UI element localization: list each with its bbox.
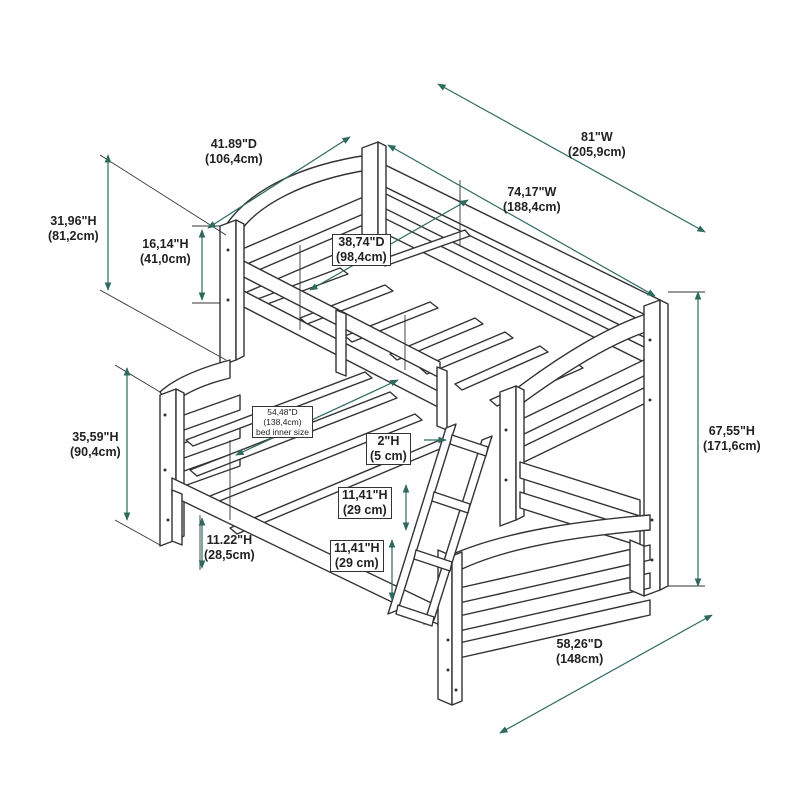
step-spacing-upper-imperial: 11,41"H xyxy=(342,488,388,502)
dimension-arrows xyxy=(104,83,713,734)
label-step-spacing-lower: 11,41"H (29 cm) xyxy=(330,540,384,572)
overall-height-metric: (171,6cm) xyxy=(703,439,761,453)
bottom-bed-clearance-imperial: 35,59"H xyxy=(72,430,119,444)
top-inner-depth-metric: (98,4cm) xyxy=(336,250,387,264)
bed-frame-drawing xyxy=(159,141,669,706)
label-bottom-inner-depth: 54,48"D (138,4cm) bed inner size xyxy=(252,406,313,438)
top-depth-metric: (106,4cm) xyxy=(205,152,263,166)
label-top-inner-depth: 38,74"D (98,4cm) xyxy=(332,234,391,266)
label-step-spacing-upper: 11,41"H (29 cm) xyxy=(338,487,392,519)
label-step-thickness: 2"H (5 cm) xyxy=(366,433,411,465)
top-inner-depth-imperial: 38,74"D xyxy=(338,235,385,249)
label-overall-depth: 58,26"D (148cm) xyxy=(556,637,603,667)
label-overall-height: 67,55"H (171,6cm) xyxy=(703,424,761,454)
overall-height-imperial: 67,55"H xyxy=(708,424,755,438)
step-spacing-lower-metric: (29 cm) xyxy=(334,556,379,570)
step-thickness-imperial: 2"H xyxy=(377,434,400,448)
bottom-rail-height-metric: (28,5cm) xyxy=(204,548,255,562)
label-overall-width: 81"W (205,9cm) xyxy=(568,130,626,160)
overall-width-imperial: 81"W xyxy=(581,130,613,144)
bottom-bed-clearance-metric: (90,4cm) xyxy=(70,445,121,459)
top-guard-height-imperial: 31,96"H xyxy=(50,214,97,228)
bottom-rail-height-imperial: 11.22"H xyxy=(206,533,253,547)
bottom-inner-depth-imperial: 54,48"D xyxy=(267,407,298,417)
step-spacing-upper-metric: (29 cm) xyxy=(342,503,387,517)
extension-lines xyxy=(99,154,705,587)
label-top-depth: 41.89"D (106,4cm) xyxy=(205,137,263,167)
overall-depth-imperial: 58,26"D xyxy=(556,637,603,651)
ladder xyxy=(387,423,493,627)
top-depth-imperial: 41.89"D xyxy=(210,137,257,151)
inner-width-metric: (188,4cm) xyxy=(503,200,561,214)
overall-depth-metric: (148cm) xyxy=(556,652,604,666)
bottom-inner-depth-note: bed inner size xyxy=(256,427,309,437)
bottom-inner-depth-metric: (138,4cm) xyxy=(263,417,302,427)
top-rail-height-imperial: 16,14"H xyxy=(142,237,189,251)
label-bottom-bed-clearance: 35,59"H (90,4cm) xyxy=(70,430,121,460)
step-spacing-lower-imperial: 11,41"H xyxy=(334,541,380,555)
step-thickness-metric: (5 cm) xyxy=(370,449,407,463)
bolt-holes xyxy=(163,248,654,692)
top-rail-height-metric: (41,0cm) xyxy=(140,252,191,266)
inner-width-imperial: 74,17"W xyxy=(507,185,557,199)
overall-width-metric: (205,9cm) xyxy=(568,145,626,159)
label-inner-width: 74,17"W (188,4cm) xyxy=(503,185,561,215)
label-bottom-rail-height: 11.22"H (28,5cm) xyxy=(204,533,255,563)
label-top-guard-height: 31,96"H (81,2cm) xyxy=(48,214,99,244)
label-top-rail-height: 16,14"H (41,0cm) xyxy=(140,237,191,267)
top-guard-height-metric: (81,2cm) xyxy=(48,229,99,243)
